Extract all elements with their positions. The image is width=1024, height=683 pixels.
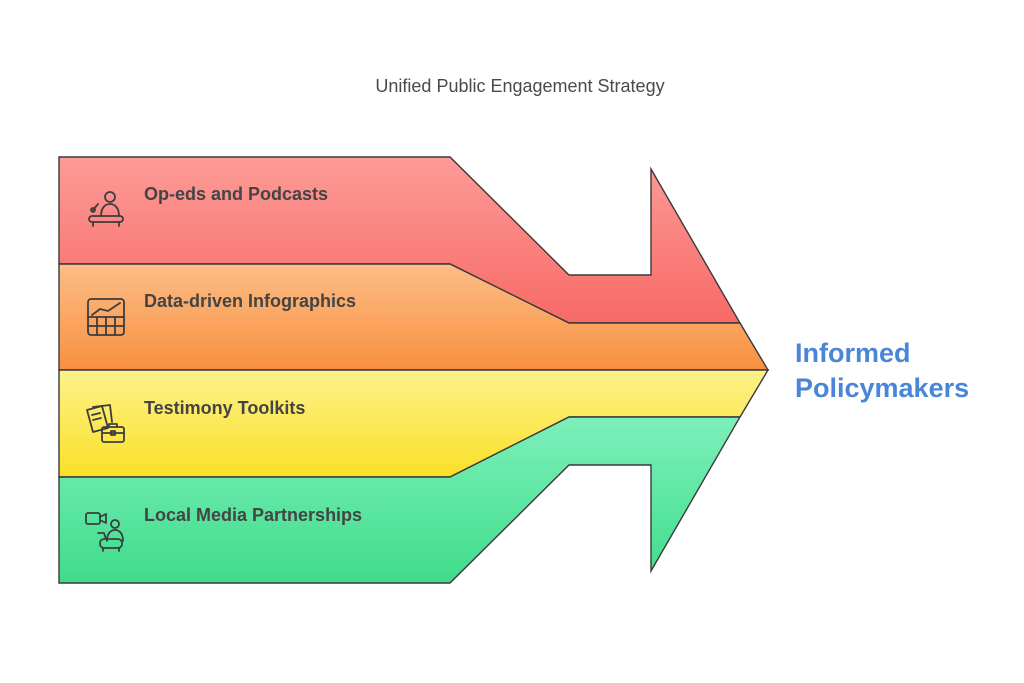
outcome-line-2: Policymakers [795,373,970,403]
bar-chart-grid-icon [87,298,125,336]
band-label-local-media-partnerships: Local Media Partnerships [144,505,363,525]
documents-briefcase-icon [86,404,125,443]
outcome-line-1: Informed [795,338,911,368]
band-local-media-partnerships [58,416,742,584]
diagram-title: Unified Public Engagement Strategy [375,76,665,96]
band-label-testimony-toolkits: Testimony Toolkits [144,398,306,418]
outcome-label: Informed Policymakers [795,336,969,406]
video-camera-person-icon [85,512,124,552]
person-at-desk-icon [88,191,124,227]
band-label-data-driven-infographics: Data-driven Infographics [144,291,357,311]
band-label-op-eds-and-podcasts: Op-eds and Podcasts [144,184,329,204]
